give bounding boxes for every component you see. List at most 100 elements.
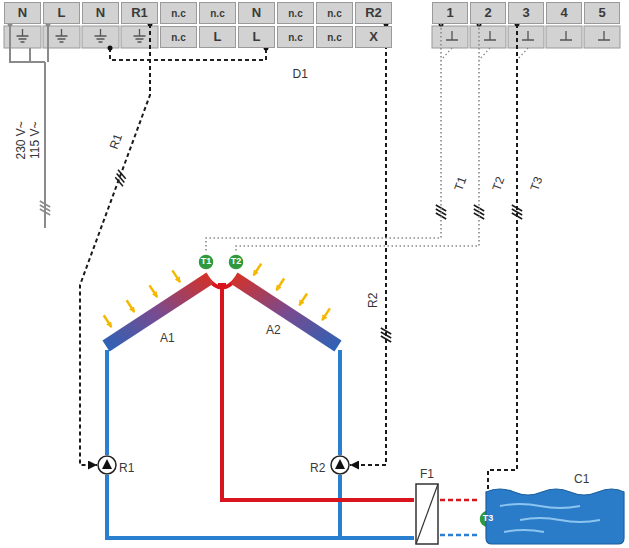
terminal-label: R1 xyxy=(131,6,148,20)
return-pipe xyxy=(338,350,342,455)
pool-return-pipe xyxy=(440,534,480,537)
terminal-label: L xyxy=(253,30,261,44)
solar-collector-outline xyxy=(226,270,346,350)
ground-terminal xyxy=(546,26,582,48)
earth-terminal xyxy=(121,26,158,48)
wire-label: 115 V~ xyxy=(29,120,42,159)
terminal-label: 5 xyxy=(598,6,605,20)
mains-wire xyxy=(10,24,45,62)
terminal-label: N xyxy=(96,6,105,20)
label-holder: R2 xyxy=(363,292,376,309)
terminal-cell: N xyxy=(238,2,275,24)
return-pipe xyxy=(105,350,109,455)
label-holder: 115 V~ xyxy=(25,121,38,160)
heat-exchanger: F1 xyxy=(414,468,440,546)
ground-lead xyxy=(441,48,528,60)
sensor-label: T3 xyxy=(483,514,494,524)
control-wire xyxy=(350,24,386,465)
pump-casing xyxy=(98,456,116,474)
sun-ray xyxy=(104,315,112,327)
flow-pipe xyxy=(218,285,414,500)
wire-label: R2 xyxy=(367,291,380,308)
label-holder: R1 xyxy=(103,130,121,150)
terminal-cell: n.c xyxy=(316,26,353,48)
pool-water xyxy=(486,489,624,544)
terminal-cell: 1 xyxy=(432,2,468,24)
terminal-cell: n.c xyxy=(316,2,353,24)
earth-wire xyxy=(29,48,31,62)
terminal-label: 3 xyxy=(522,6,529,20)
terminal-cell: 5 xyxy=(584,2,620,24)
part-label: F1 xyxy=(414,468,440,481)
sensor-label: T1 xyxy=(201,257,212,267)
solar-collector-outline xyxy=(98,270,218,350)
collector-panel xyxy=(106,278,210,346)
exchanger-body xyxy=(416,484,438,544)
d1-wire xyxy=(110,48,266,60)
terminal-label: R2 xyxy=(365,6,382,20)
pump-impeller xyxy=(102,459,112,469)
sun-ray xyxy=(299,293,307,305)
terminal-label: n.c xyxy=(171,32,185,43)
pool-flow-pipe xyxy=(440,499,480,502)
terminal-cells xyxy=(4,26,620,48)
earth-symbol xyxy=(134,29,146,42)
terminal-label: n.c xyxy=(288,8,302,19)
terminal-cell: R1 xyxy=(121,2,158,24)
ground-terminal xyxy=(432,26,468,48)
ground-symbol xyxy=(446,31,458,40)
sun-ray xyxy=(127,300,135,312)
swimming-pool-outline xyxy=(480,466,627,546)
terminal-cell: n.c xyxy=(160,26,197,48)
ground-symbol xyxy=(484,31,496,40)
terminal-label: 1 xyxy=(446,6,453,20)
solar-collector: A1 xyxy=(98,270,218,350)
sun-ray xyxy=(276,279,284,291)
wire-label: R1 xyxy=(107,131,125,152)
terminal-cell: X xyxy=(355,26,392,48)
terminal-cell: n.c xyxy=(199,2,236,24)
mains-wire xyxy=(47,24,49,62)
terminal-label: n.c xyxy=(171,8,185,19)
terminal-cell: N xyxy=(82,2,119,24)
terminal-cell: L xyxy=(238,26,275,48)
swimming-pool: C1 xyxy=(480,466,627,546)
part-label: A1 xyxy=(160,332,175,345)
circulation-pump: R1 xyxy=(97,455,139,475)
terminal-cell: L xyxy=(43,2,80,24)
flow-pipe xyxy=(222,285,414,500)
ground-terminal xyxy=(470,26,506,48)
wire-label: D1 xyxy=(292,68,309,81)
terminal-cell: 4 xyxy=(546,2,582,24)
terminal-label: n.c xyxy=(288,32,302,43)
ground-terminal xyxy=(584,26,620,48)
cable-hash xyxy=(40,209,50,215)
wire-label: T2 xyxy=(490,174,508,194)
part-label: R1 xyxy=(119,462,134,475)
control-wire xyxy=(488,24,517,509)
label-holder: T1 xyxy=(448,172,466,191)
terminal-cell: n.c xyxy=(277,2,314,24)
terminal-label: 2 xyxy=(484,6,491,20)
label-holder: D1 xyxy=(292,64,309,77)
pool-ripples xyxy=(500,504,600,532)
terminal-cell: N xyxy=(4,2,41,24)
earth-symbol xyxy=(95,29,107,42)
sensor-wire xyxy=(206,24,441,253)
pump-casing xyxy=(331,456,349,474)
ground-symbol xyxy=(598,31,610,40)
part-label: R2 xyxy=(310,462,325,475)
sun-ray xyxy=(172,270,180,282)
exchanger-plate xyxy=(416,484,438,544)
solar-collector: A2 xyxy=(226,270,346,350)
earth-terminal xyxy=(82,26,119,48)
terminal-cell: L xyxy=(199,26,236,48)
return-pipe xyxy=(107,475,414,538)
earth-symbol xyxy=(17,29,29,42)
ground-symbol xyxy=(560,31,572,40)
terminal-cell: n.c xyxy=(277,26,314,48)
terminal-label: N xyxy=(252,6,261,20)
sensor-disc xyxy=(228,254,244,270)
ground-terminal xyxy=(508,26,544,48)
terminal-label: n.c xyxy=(327,8,341,19)
